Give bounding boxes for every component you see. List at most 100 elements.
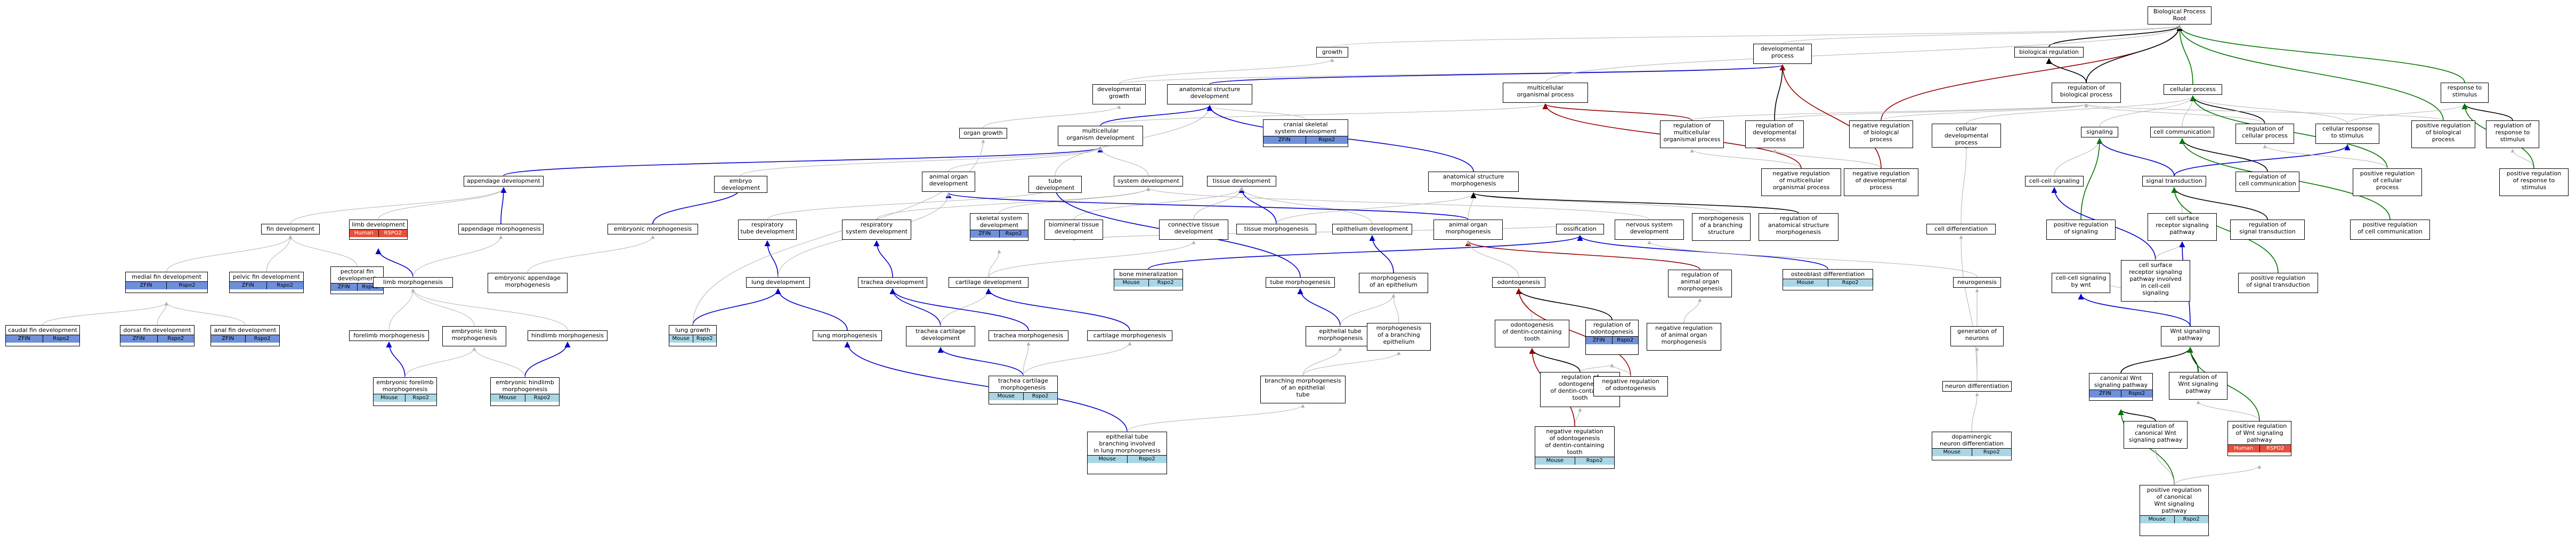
go-node-reg-signal-trans[interactable]: regulation of signal transduction [2230, 220, 2305, 240]
go-node-reg-wnt[interactable]: regulation of Wnt signaling pathway [2169, 372, 2227, 400]
go-node-forelimb-morph[interactable]: forelimb morphogenesis [349, 330, 429, 341]
go-node-resp-tube-dev[interactable]: respiratory tube development [738, 220, 797, 240]
go-node-mod[interactable]: multicellular organism development [1058, 126, 1143, 146]
go-node-tissue-morph[interactable]: tissue morphogenesis [1236, 224, 1316, 234]
go-node-reg-bp[interactable]: regulation of biological process [2052, 83, 2121, 103]
go-node-animal-organ-morph[interactable]: animal organ morphogenesis [1433, 220, 1503, 240]
go-node-reg-cell-proc[interactable]: regulation of cellular process [2235, 124, 2294, 144]
go-node-reg-mop[interactable]: regulation of multicellular organismal p… [1660, 120, 1724, 148]
go-node-conn-tissue[interactable]: connective tissue development [1159, 220, 1228, 240]
go-node-tissue-dev[interactable]: tissue development [1207, 176, 1276, 187]
go-node-cell-comm[interactable]: cell communication [2150, 127, 2214, 137]
go-node-cell-proc[interactable]: cellular process [2164, 84, 2222, 95]
go-node-odontogenesis[interactable]: odontogenesis [1492, 277, 1545, 288]
go-node-resp-stim[interactable]: response to stimulus [2441, 83, 2489, 103]
go-node-reg-asm[interactable]: regulation of anatomical structure morph… [1759, 213, 1838, 241]
go-node-neg-reg-animal-organ[interactable]: negative regulation of animal organ morp… [1647, 323, 1721, 351]
go-node-cell-cell-wnt[interactable]: cell-cell signaling by wnt [2052, 273, 2110, 293]
go-node-limb-morph[interactable]: limb morphogenesis [373, 277, 453, 288]
go-node-organ-growth[interactable]: organ growth [959, 128, 1007, 139]
go-node-pos-reg-wnt[interactable]: positive regulation of Wnt signaling pat… [2227, 421, 2291, 456]
go-node-branch-morph-epith-tube[interactable]: branching morphogenesis of an epithelial… [1260, 376, 1346, 403]
go-node-tube-morph[interactable]: tube morphogenesis [1266, 277, 1335, 288]
go-node-epith-tube-morph[interactable]: epithelial tube morphogenesis [1306, 326, 1375, 346]
go-node-pos-reg-signaling[interactable]: positive regulation of signaling [2046, 220, 2116, 240]
go-node-system-dev[interactable]: system development [1114, 176, 1183, 187]
go-node-wnt-path[interactable]: Wnt signaling pathway [2161, 326, 2219, 346]
go-node-bio-reg[interactable]: biological regulation [2014, 47, 2084, 58]
go-node-cell-dev[interactable]: cellular developmental process [1932, 124, 2001, 148]
go-node-nerv-dev[interactable]: nervous system development [1615, 220, 1684, 240]
go-node-reg-dev[interactable]: regulation of developmental process [1745, 120, 1804, 148]
go-node-emb-limb-morph[interactable]: embryonic limb morphogenesis [442, 326, 506, 346]
go-node-append-dev[interactable]: appendage development [464, 176, 544, 187]
go-node-growth[interactable]: growth [1316, 47, 1348, 58]
go-node-embryo-dev[interactable]: embryo development [714, 176, 767, 193]
go-node-cell-resp[interactable]: cellular response to stimulus [2315, 124, 2379, 144]
go-node-resp-sys-dev[interactable]: respiratory system development [842, 220, 911, 240]
go-node-reg-animal-organ[interactable]: regulation of animal organ morphogenesis [1668, 270, 1732, 297]
go-node-hindlimb-morph[interactable]: hindlimb morphogenesis [528, 330, 607, 341]
go-node-cart-morph[interactable]: cartilage morphogenesis [1087, 330, 1172, 341]
go-node-epith-dev[interactable]: epithelium development [1332, 224, 1412, 234]
go-node-pos-reg-signal-trans[interactable]: positive regulation of signal transducti… [2238, 273, 2318, 293]
go-node-embryonic-morph[interactable]: embryonic morphogenesis [607, 224, 698, 234]
go-node-asd[interactable]: anatomical structure development [1167, 84, 1252, 104]
go-node-signal-trans[interactable]: signal transduction [2142, 176, 2206, 187]
go-node-neg-reg-odonto-dentin[interactable]: negative regulation of odontogenesis of … [1535, 426, 1615, 469]
go-node-neg-reg-dev[interactable]: negative regulation of developmental pro… [1844, 168, 1918, 196]
go-node-neg-reg-odonto[interactable]: negative regulation of odontogenesis [1593, 376, 1668, 396]
go-node-embryonic-append[interactable]: embryonic appendage morphogenesis [488, 273, 568, 293]
go-node-dev-process[interactable]: developmental process [1753, 44, 1812, 64]
go-node-signaling[interactable]: signaling [2081, 127, 2118, 137]
go-node-csrsp-cell-cell[interactable]: cell surface receptor signaling pathway … [2121, 260, 2190, 302]
go-node-odonto-dentin[interactable]: odontogenesis of dentin-containing tooth [1495, 320, 1569, 347]
go-node-neurogenesis[interactable]: neurogenesis [1953, 277, 2001, 288]
go-node-lung-morph[interactable]: lung morphogenesis [813, 330, 882, 341]
go-node-neuron-diff[interactable]: neuron differentiation [1942, 381, 2012, 392]
go-node-morph-branch[interactable]: morphogenesis of a branching structure [1692, 213, 1751, 241]
go-node-pos-reg-resp[interactable]: positive regulation of response to stimu… [2499, 168, 2569, 196]
go-node-morph-branch-epith[interactable]: morphogenesis of a branching epithelium [1367, 323, 1431, 351]
go-node-animal-organ-dev[interactable]: animal organ development [922, 172, 975, 192]
go-node-reg-resp[interactable]: regulation of response to stimulus [2486, 120, 2539, 148]
go-node-ossification[interactable]: ossification [1556, 224, 1604, 234]
go-node-trachea-cart-dev[interactable]: trachea cartilage development [906, 326, 975, 346]
go-node-neg-reg-mop[interactable]: negative regulation of multicellular org… [1761, 168, 1841, 196]
go-node-cartilage-dev[interactable]: cartilage development [949, 277, 1028, 288]
go-node-epith-tube-branch-lung[interactable]: epithelial tube branching involved in lu… [1087, 432, 1167, 474]
go-node-pos-reg-canon-wnt[interactable]: positive regulation of canonical Wnt sig… [2140, 485, 2209, 536]
go-node-dev-growth[interactable]: developmental growth [1092, 84, 1146, 104]
go-node-gen-neurons[interactable]: generation of neurons [1950, 326, 2004, 346]
go-node-csrsp[interactable]: cell surface receptor signaling pathway [2148, 213, 2217, 241]
go-node-reg-canon-wnt[interactable]: regulation of canonical Wnt signaling pa… [2124, 421, 2188, 449]
go-node-tube-dev[interactable]: tube development [1028, 176, 1082, 193]
go-node-fin-dev[interactable]: fin development [261, 224, 320, 234]
go-node-trachea-dev[interactable]: trachea development [858, 277, 927, 288]
go-node-pos-reg-cell-comm[interactable]: positive regulation of cell communicatio… [2350, 220, 2430, 240]
go-node-asm[interactable]: anatomical structure morphogenesis [1428, 172, 1519, 192]
go-node-reg-cell-comm[interactable]: regulation of cell communication [2235, 172, 2299, 192]
go-node-pos-reg-bp[interactable]: positive regulation of biological proces… [2411, 120, 2475, 148]
go-node-lung-dev[interactable]: lung development [746, 277, 810, 288]
go-node-trachea-morph[interactable]: trachea morphogenesis [989, 330, 1068, 341]
go-node-append-morph[interactable]: appendage morphogenesis [458, 224, 544, 234]
